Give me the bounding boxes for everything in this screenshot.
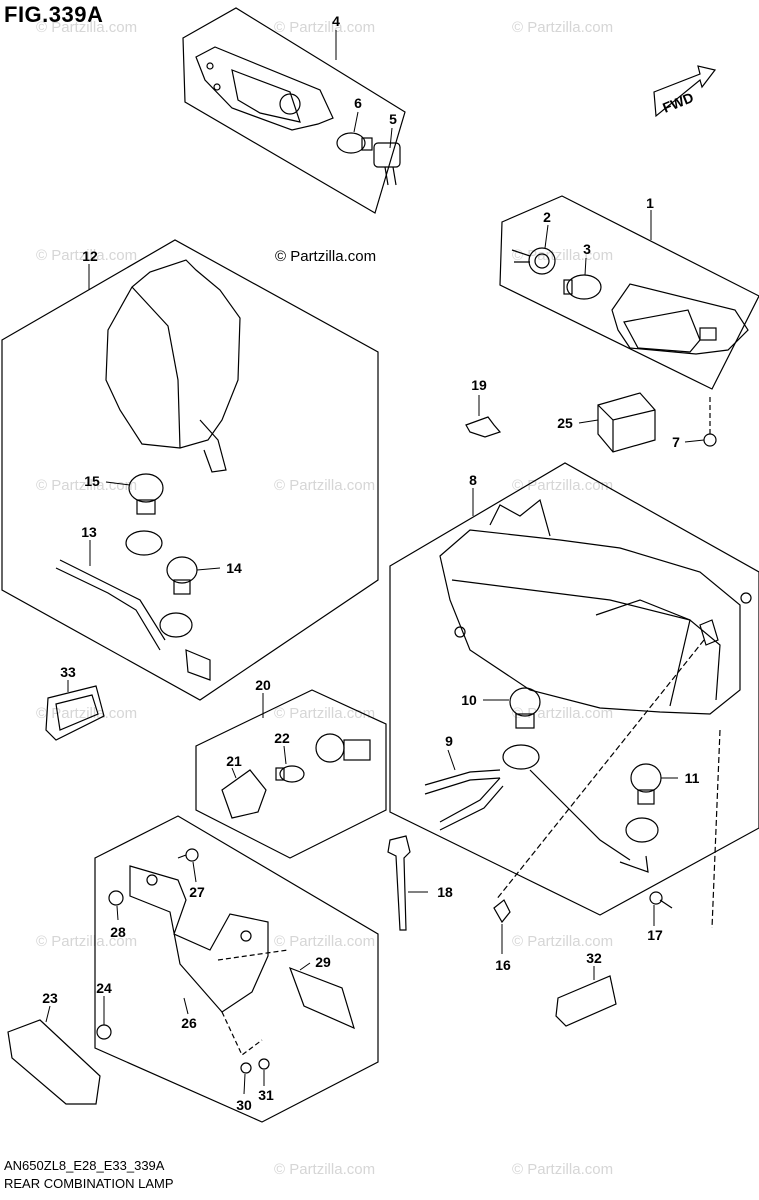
part-21-lens xyxy=(221,769,267,819)
watermark: © Partzilla.com xyxy=(274,933,375,950)
callout-2: 2 xyxy=(543,209,551,225)
figure-name: REAR COMBINATION LAMP xyxy=(4,1176,174,1191)
part-17-screw xyxy=(649,891,673,909)
part-12-housing xyxy=(105,259,241,473)
watermark: © Partzilla.com xyxy=(274,1161,375,1178)
watermark: © Partzilla.com xyxy=(274,705,375,722)
group-box-1 xyxy=(499,195,759,390)
part-8-main-lamp xyxy=(439,498,752,929)
callout-12: 12 xyxy=(82,248,98,264)
callout-14: 14 xyxy=(226,560,242,576)
callout-8: 8 xyxy=(469,472,477,488)
part-24-nut xyxy=(96,1024,112,1040)
part-2-socket xyxy=(511,247,556,275)
part-1-lamp xyxy=(611,283,749,355)
group-box-20 xyxy=(195,689,387,859)
callout-29: 29 xyxy=(315,954,331,970)
watermark: © Partzilla.com xyxy=(512,477,613,494)
callout-22: 22 xyxy=(274,730,290,746)
callout-25: 25 xyxy=(557,415,573,431)
part-20-socket xyxy=(315,733,371,763)
part-4-side-lamp xyxy=(195,46,334,131)
part-19-clip xyxy=(465,416,502,438)
callout-10: 10 xyxy=(461,692,477,708)
callout-labels: 1 2 3 4 5 6 7 8 9 10 11 12 13 14 15 16 1… xyxy=(42,13,699,1113)
part-18-cable-tie xyxy=(387,835,411,931)
watermark: © Partzilla.com xyxy=(274,19,375,36)
callout-32: 32 xyxy=(586,950,602,966)
callout-11: 11 xyxy=(685,770,700,786)
watermark: © Partzilla.com xyxy=(36,19,137,36)
callout-31: 31 xyxy=(258,1087,274,1103)
watermark: © Partzilla.com xyxy=(36,705,137,722)
callout-19: 19 xyxy=(471,377,487,393)
callout-9: 9 xyxy=(445,733,453,749)
part-10-bulb xyxy=(509,687,541,729)
callout-13: 13 xyxy=(81,524,97,540)
group-box-12 xyxy=(1,239,379,701)
callout-23: 23 xyxy=(42,990,58,1006)
callout-16: 16 xyxy=(495,957,511,973)
group-box-8 xyxy=(389,462,759,916)
callout-6: 6 xyxy=(354,95,362,111)
part-6-bulb xyxy=(336,132,373,154)
watermark: © Partzilla.com xyxy=(36,477,137,494)
part-25-relay xyxy=(597,392,656,453)
part-13-socket xyxy=(55,530,166,651)
callout-7: 7 xyxy=(672,434,680,450)
group-box-26 xyxy=(94,815,379,1123)
part-28-nut xyxy=(108,890,124,906)
part-11-bulb xyxy=(619,763,662,873)
part-26-bracket xyxy=(129,865,289,1056)
watermark: © Partzilla.com xyxy=(512,19,613,36)
callout-27: 27 xyxy=(189,884,205,900)
watermark: © Partzilla.com xyxy=(36,247,137,264)
watermark-layer: © Partzilla.com © Partzilla.com © Partzi… xyxy=(36,19,613,1178)
part-30-washer xyxy=(240,1062,252,1074)
group-box-4 xyxy=(182,7,406,214)
callout-1: 1 xyxy=(646,195,654,211)
callout-18: 18 xyxy=(437,884,453,900)
part-3-bulb xyxy=(563,274,602,300)
part-16-cushion xyxy=(493,899,511,924)
callout-3: 3 xyxy=(583,241,591,257)
part-9-socket xyxy=(424,744,631,861)
part-29-label xyxy=(288,966,355,1030)
watermark: © Partzilla.com xyxy=(274,477,375,494)
callout-30: 30 xyxy=(236,1097,252,1113)
callout-24: 24 xyxy=(96,980,112,996)
part-5-socket xyxy=(373,142,401,186)
watermark: © Partzilla.com xyxy=(512,1161,613,1178)
fwd-arrow-icon xyxy=(653,65,717,118)
callout-17: 17 xyxy=(647,927,663,943)
figure-title: FIG.339A xyxy=(4,2,104,27)
callout-20: 20 xyxy=(255,677,271,693)
part-7-screw xyxy=(703,394,717,447)
part-15-bulb xyxy=(128,473,164,515)
part-22-bulb xyxy=(275,765,305,783)
watermark: © Partzilla.com xyxy=(512,933,613,950)
watermark: © Partzilla.com xyxy=(512,247,613,264)
callout-33: 33 xyxy=(60,664,76,680)
callout-4: 4 xyxy=(332,13,340,29)
part-23-reflector xyxy=(7,1019,101,1105)
part-27-bolt xyxy=(177,848,199,862)
callout-21: 21 xyxy=(226,753,242,769)
watermark: © Partzilla.com xyxy=(36,933,137,950)
copyright-notice: © Partzilla.com xyxy=(275,248,377,265)
callout-28: 28 xyxy=(110,924,126,940)
callout-26: 26 xyxy=(181,1015,197,1031)
callout-5: 5 xyxy=(389,111,397,127)
part-33-reflector xyxy=(45,685,105,741)
part-32-reflector xyxy=(555,975,617,1027)
figure-code: AN650ZL8_E28_E33_339A xyxy=(4,1158,165,1173)
callout-15: 15 xyxy=(84,473,100,489)
part-31-nut xyxy=(258,1058,270,1070)
part-14-bulb xyxy=(159,556,211,681)
leader-lines xyxy=(45,30,705,1095)
